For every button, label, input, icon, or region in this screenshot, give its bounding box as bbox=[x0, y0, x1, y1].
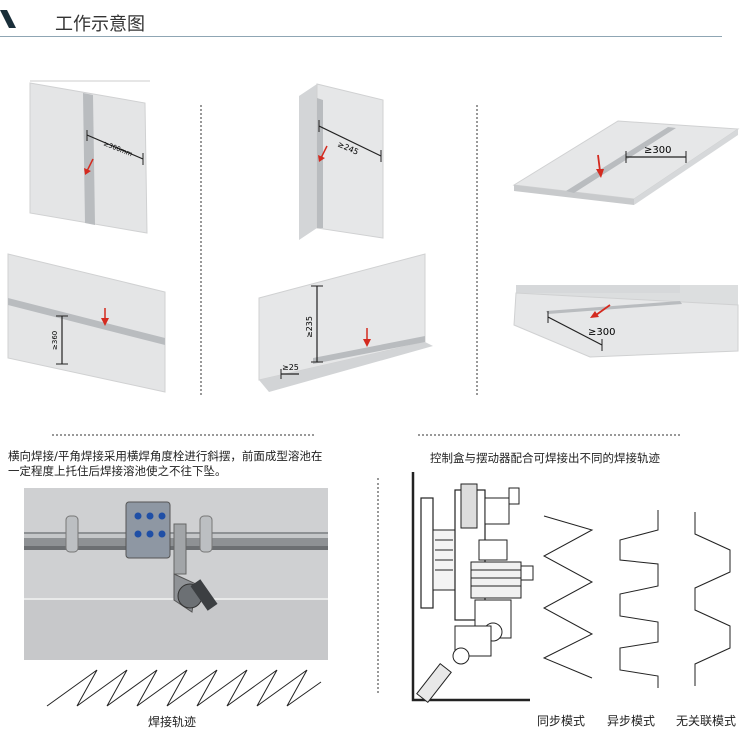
arrow-icon bbox=[597, 154, 601, 172]
mode-label-sync: 同步模式 bbox=[537, 714, 586, 728]
title-underline bbox=[0, 36, 722, 37]
right-caption: 控制盒与摆动器配合可焊接出不同的焊接轨迹 bbox=[430, 451, 660, 465]
left-caption: 横向焊接/平角焊接采用横焊角度栓进行斜摆，前面成型溶池在一定程度上托住后焊接溶池… bbox=[8, 449, 323, 478]
separator-1 bbox=[200, 105, 202, 395]
trajectory-zigzag bbox=[46, 669, 322, 707]
separator-3 bbox=[377, 478, 379, 693]
panel-vertical-seam: ≥300mm bbox=[29, 80, 150, 234]
mode-label-async: 异步模式 bbox=[607, 714, 656, 728]
panel-fillet: ≥235 ≥25 bbox=[258, 253, 433, 392]
control-box bbox=[125, 501, 171, 559]
dimension-label: ≥360 bbox=[51, 331, 59, 350]
page-title: 工作示意图 bbox=[55, 14, 145, 35]
weld-seam bbox=[83, 93, 95, 225]
arrow-icon bbox=[595, 304, 611, 316]
async-mode-wave bbox=[619, 510, 659, 688]
panel-inside-corner: ≥245 bbox=[299, 83, 384, 240]
unrelated-mode-wave bbox=[694, 512, 731, 686]
separator-2 bbox=[476, 105, 478, 395]
sync-mode-wave bbox=[542, 515, 594, 679]
weld-seam bbox=[317, 98, 323, 228]
panel-flat-butt: ≥300 bbox=[512, 120, 740, 205]
panel-flat-corner: ≥300 bbox=[513, 285, 739, 358]
separator-left bbox=[52, 434, 314, 436]
arrow-icon bbox=[86, 158, 94, 172]
dimension-line bbox=[547, 316, 603, 346]
header-accent-mark bbox=[0, 10, 16, 28]
arrow-icon bbox=[320, 145, 328, 159]
panel-horizontal-seam: ≥360 bbox=[7, 253, 166, 393]
welding-photo bbox=[24, 488, 328, 660]
weld-seam bbox=[8, 298, 165, 345]
oscillator-drawing bbox=[411, 472, 534, 703]
dimension-label-vertical: ≥235 bbox=[305, 316, 314, 338]
separator-right bbox=[418, 434, 680, 436]
dimension-label: ≥300 bbox=[588, 327, 615, 338]
weld-seam bbox=[313, 336, 425, 364]
dimension-line bbox=[318, 125, 382, 157]
dimension-label-horizontal: ≥25 bbox=[282, 363, 299, 372]
trajectory-label: 焊接轨迹 bbox=[148, 715, 197, 729]
dimension-label: ≥300 bbox=[644, 145, 671, 156]
weld-seam bbox=[566, 127, 676, 193]
mode-label-unrelated: 无关联模式 bbox=[676, 714, 737, 728]
weld-seam bbox=[546, 301, 682, 314]
dimension-line bbox=[86, 134, 144, 160]
mode-waveforms bbox=[542, 510, 731, 688]
